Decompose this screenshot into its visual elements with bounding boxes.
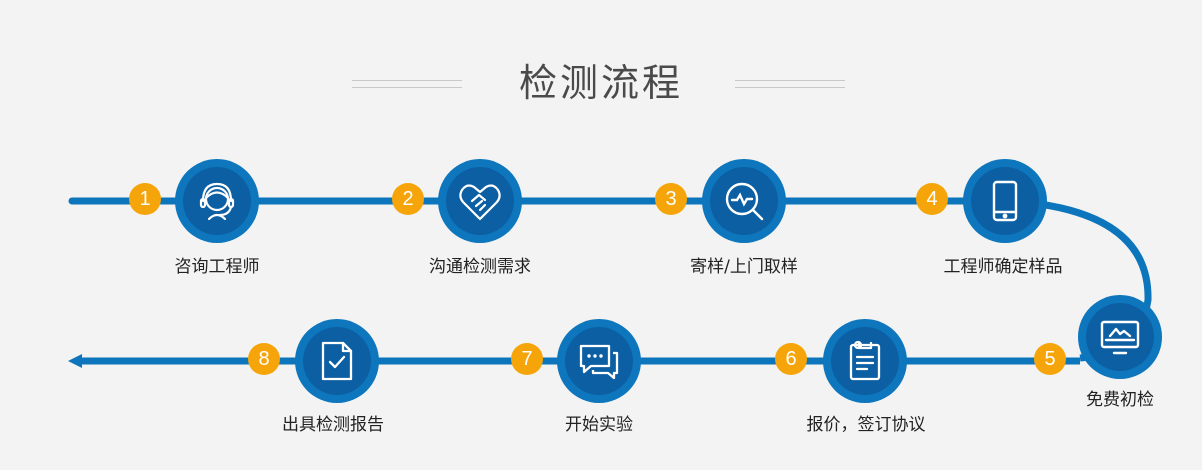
phone-icon [992, 180, 1018, 222]
monitor-icon [1100, 320, 1140, 355]
step-6-circle [823, 319, 907, 403]
title-decoration-right [735, 80, 845, 88]
step-4-badge: 4 [916, 183, 948, 215]
step-2-circle [438, 159, 522, 243]
handshake-icon [459, 184, 501, 221]
step-8-label: 出具检测报告 [282, 415, 384, 435]
step-7-badge: 7 [511, 343, 543, 375]
page-title: 检测流程 [518, 61, 683, 105]
headset-agent-icon [199, 182, 235, 221]
step-1-circle [175, 159, 259, 243]
chat-bubbles-icon [579, 344, 619, 380]
step-8-badge: 8 [248, 343, 280, 375]
step-2-label: 沟通检测需求 [429, 257, 531, 277]
step-3-label: 寄样/上门取样 [690, 257, 798, 277]
step-5-label: 免费初检 [1086, 390, 1154, 410]
step-5-circle [1078, 295, 1162, 379]
step-5-badge: 5 [1034, 343, 1066, 375]
step-2-badge: 2 [392, 183, 424, 215]
magnifier-icon [725, 182, 764, 221]
track-arrow-head [68, 354, 82, 368]
step-7-label: 开始实验 [565, 415, 633, 435]
step-1-label: 咨询工程师 [174, 257, 260, 277]
report-check-icon [321, 341, 353, 381]
step-8-circle [295, 319, 379, 403]
step-4-label: 工程师确定样品 [943, 257, 1063, 277]
step-1-badge: 1 [129, 183, 161, 215]
title-decoration-left [352, 80, 462, 88]
step-3-badge: 3 [655, 183, 687, 215]
step-4-circle [963, 159, 1047, 243]
step-6-label: 报价，签订协议 [806, 415, 926, 435]
step-7-circle [557, 319, 641, 403]
step-3-circle [702, 159, 786, 243]
step-6-badge: 6 [775, 343, 807, 375]
clipboard-icon [849, 340, 881, 381]
